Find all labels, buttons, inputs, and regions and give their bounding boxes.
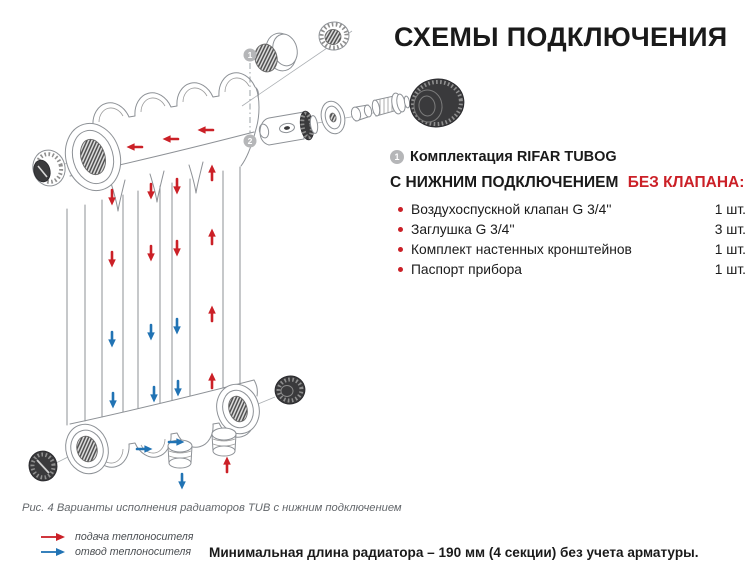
kit-item: Паспорт прибора 1 шт. [390, 259, 746, 279]
knurled-knob [409, 78, 465, 128]
top-left-plug [32, 149, 66, 187]
supply-flow-arrows [106, 124, 233, 474]
bottom-right-opening [216, 383, 260, 435]
bullet-icon [398, 226, 403, 232]
min-length-note: Минимальная длина радиатора – 190 мм (4 … [209, 545, 699, 560]
kit-item-label: Воздухоспускной клапан G 3/4'' [411, 201, 612, 217]
kit-subheading: С НИЖНИМ ПОДКЛЮЧЕНИЕМ БЕЗ КЛАПАНА: [390, 174, 746, 192]
diagram-badge-2: 2 [243, 134, 257, 148]
kit-list: 1 Комплектация RIFAR TUBOG С НИЖНИМ ПОДК… [390, 149, 746, 279]
page-title: СХЕМЫ ПОДКЛЮЧЕНИЯ [394, 22, 728, 52]
kit-subheading-red: БЕЗ КЛАПАНА: [627, 174, 745, 191]
kit-heading: Комплектация RIFAR TUBOG [410, 149, 617, 165]
radiator-body [64, 72, 260, 475]
kit-item-label: Паспорт прибора [411, 261, 522, 277]
top-left-opening [64, 122, 122, 192]
bottom-left-opening [65, 423, 109, 475]
kit-item: Комплект настенных кронштейнов 1 шт. [390, 239, 746, 259]
kit-item: Заглушка G 3/4'' 3 шт. [390, 219, 746, 239]
kit-subheading-black: С НИЖНИМ ПОДКЛЮЧЕНИЕМ [390, 174, 619, 191]
kit-item-qty: 3 шт. [714, 221, 746, 237]
flow-legend: подача теплоносителя отвод теплоносителя [40, 531, 193, 558]
kit-item-qty: 1 шт. [714, 201, 746, 217]
bottom-right-plug [274, 375, 306, 405]
return-arrow-icon [41, 548, 65, 556]
diagram-badge-1: 1 [243, 48, 257, 62]
inlet-boss [211, 427, 237, 457]
kit-badge: 1 [390, 150, 404, 164]
bullet-icon [398, 246, 403, 252]
supply-arrow-icon [41, 533, 65, 541]
bullet-icon [398, 266, 403, 272]
kit-item-qty: 1 шт. [714, 241, 746, 257]
top-plug-and-cap-group [254, 21, 350, 73]
figure-caption: Рис. 4 Варианты исполнения радиаторов TU… [22, 502, 402, 514]
legend-supply-row: подача теплоносителя [40, 531, 193, 543]
kit-item-label: Заглушка G 3/4'' [411, 221, 515, 237]
air-vent-valve-assembly [258, 78, 465, 146]
kit-item-qty: 1 шт. [714, 261, 746, 277]
bullet-icon [398, 206, 403, 212]
legend-supply-label: подача теплоносителя [75, 531, 194, 543]
tubes [66, 166, 241, 426]
bottom-left-plug [28, 450, 58, 482]
kit-item-label: Комплект настенных кронштейнов [411, 241, 632, 257]
return-flow-arrows [106, 317, 188, 491]
kit-item: Воздухоспускной клапан G 3/4'' 1 шт. [390, 199, 746, 219]
svg-text:2: 2 [248, 136, 253, 146]
legend-return-row: отвод теплоносителя [40, 546, 193, 558]
outlet-boss [167, 439, 193, 469]
legend-return-label: отвод теплоносителя [75, 546, 192, 558]
radiator-exploded-diagram: 1 2 [28, 21, 465, 491]
kit-heading-row: 1 Комплектация RIFAR TUBOG [390, 149, 746, 165]
svg-text:1: 1 [248, 50, 253, 60]
